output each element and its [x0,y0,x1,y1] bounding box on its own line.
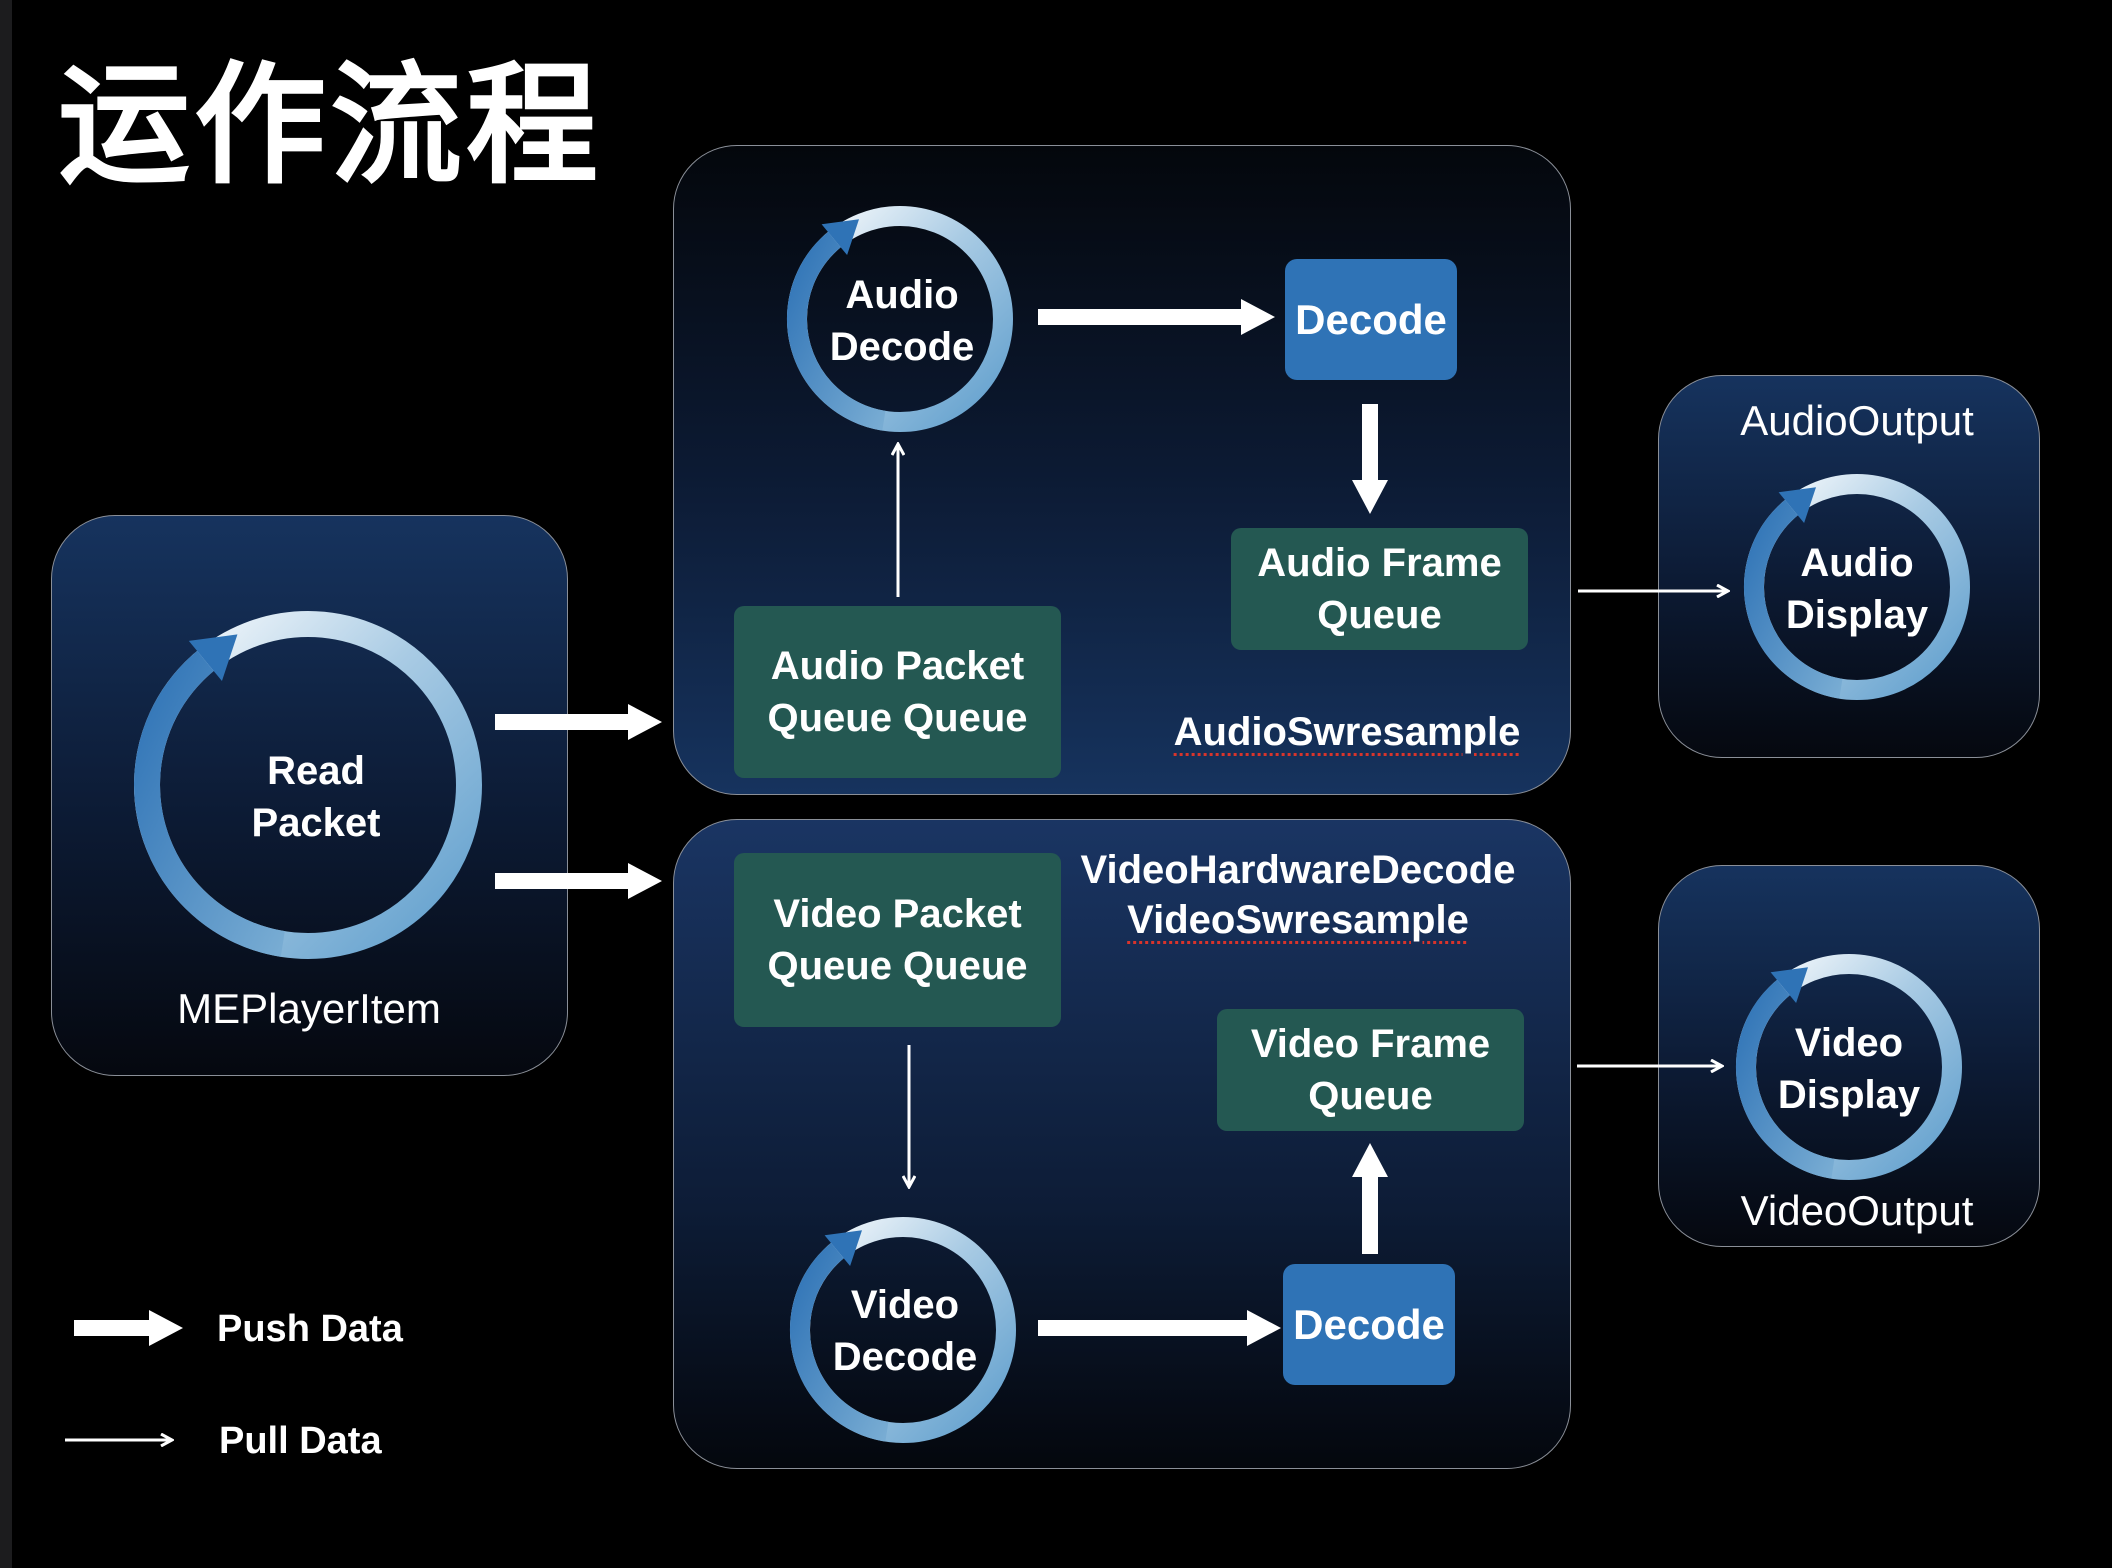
video-display-loop-label: Video Display [1777,1021,1921,1117]
audio-output-label: AudioOutput [1740,397,1974,444]
legend-pull-label: Pull Data [219,1420,382,1462]
video-display-ring-icon-arrowhead-icon [1770,967,1809,1004]
push-arrow-audio-decode [1038,299,1275,335]
video-decode-ring-icon [790,1217,1016,1443]
window-edge [0,0,12,1568]
video-display-ring-icon [1736,954,1962,1180]
audio-display-loop-label: Audio Display [1785,541,1929,637]
video-decode-ring-icon-arrowhead-icon [824,1230,863,1267]
audio-decode-ring-icon-arrowhead-icon [821,219,860,256]
audio-display-ring-icon [1744,474,1970,700]
video-decode-step: Decode [1283,1264,1455,1385]
video-frame-queue: Video Frame Queue [1217,1009,1524,1131]
audio-frame-queue-label: Audio Frame Queue [1257,541,1502,637]
video-output-label: VideoOutput [1740,1187,1974,1234]
page-title: 运作流程 [58,49,602,203]
audio-frame-queue: Audio Frame Queue [1231,528,1528,650]
audio-decode-loop-label: Audio Decode [829,273,975,369]
legend-push-label: Push Data [217,1308,403,1350]
audio-decode-step: Decode [1285,259,1457,380]
push-arrow-video-frame [1352,1143,1388,1254]
player-item-label: MEPlayerItem [177,985,441,1032]
read-packet-ring-icon-arrowhead-icon [188,634,238,681]
legend-push-arrow-icon [74,1310,183,1346]
video-output-panel [1658,865,2040,1247]
video-packet-queue-label: Video Packet Queue Queue [767,892,1028,988]
push-arrow-to-video [495,863,662,899]
video-packet-queue: Video Packet Queue Queue [734,853,1061,1027]
audio-display-ring-icon-arrowhead-icon [1778,487,1817,524]
video-frame-queue-label: Video Frame Queue [1250,1022,1491,1118]
audio-decode-ring-icon [787,206,1013,432]
push-arrow-video-decode [1038,1310,1281,1346]
read-packet-ring-icon [134,611,482,959]
video-decode-loop-label: Video Decode [832,1283,978,1379]
audio-swresample-label: AudioSwresample [1173,710,1521,754]
push-arrow-audio-frame [1352,404,1388,514]
audio-packet-queue-label: Audio Packet Queue Queue [767,644,1028,740]
audio-decode-step-label: Decode [1295,295,1447,343]
audio-packet-queue: Audio Packet Queue Queue [734,606,1061,778]
video-hardware-decode-label: VideoHardwareDecode [1080,848,1516,892]
read-packet-loop-label: Read Packet [251,749,381,845]
video-swresample-label: VideoSwresample [1127,898,1469,942]
video-decode-step-label: Decode [1293,1300,1445,1348]
push-arrow-to-audio [495,704,662,740]
